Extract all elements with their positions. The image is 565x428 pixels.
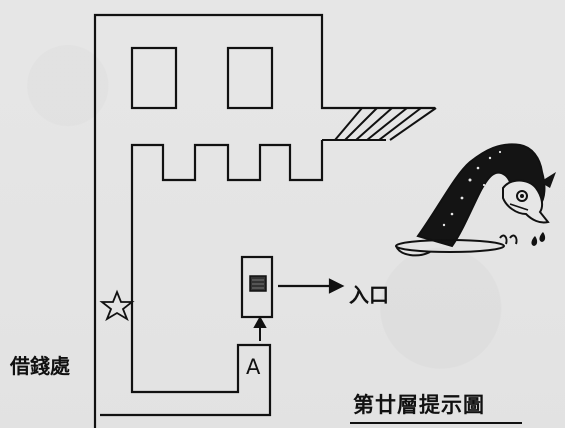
sea-monster-icon	[395, 143, 556, 257]
title-underline	[350, 422, 522, 424]
entrance-arrow	[278, 278, 345, 294]
map-title: 第廿層提示圖	[353, 393, 485, 417]
entrance-box	[240, 255, 274, 319]
entrance-label: 入口	[349, 283, 389, 307]
window-left	[130, 46, 178, 110]
maze-outline	[93, 13, 435, 428]
a-arrow	[253, 315, 267, 341]
star-outline-icon	[99, 289, 135, 322]
money-lending-label: 借錢處	[10, 354, 70, 378]
window-right	[226, 46, 274, 110]
hatch-exit	[322, 107, 437, 141]
box-a-label: A	[246, 355, 261, 379]
